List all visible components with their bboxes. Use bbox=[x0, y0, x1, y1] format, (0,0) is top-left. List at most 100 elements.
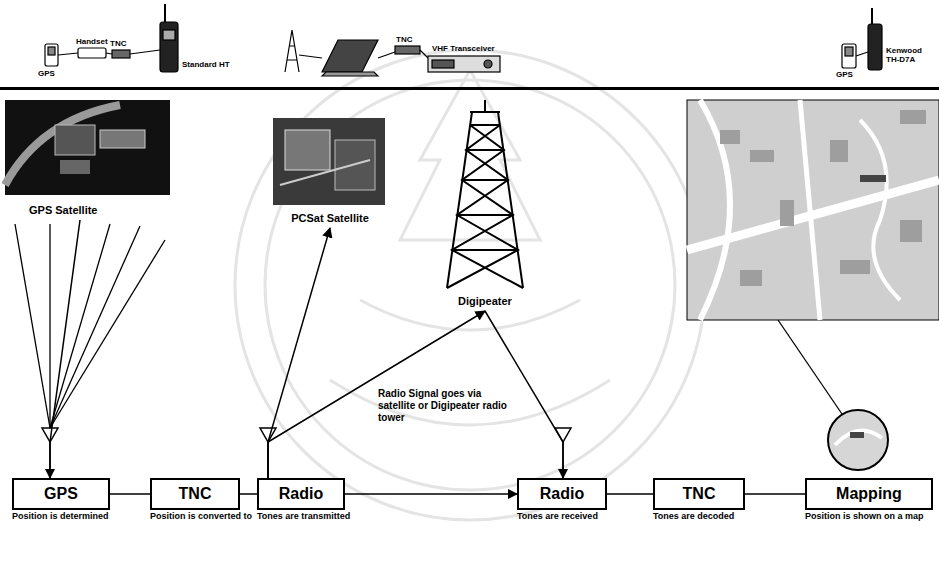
pcsat-photo bbox=[280, 160, 370, 185]
process-box: RadioTones are received bbox=[517, 478, 607, 510]
pcsat-photo bbox=[273, 118, 385, 205]
map-photo bbox=[830, 140, 848, 162]
equipment-strip bbox=[45, 44, 58, 66]
node-caption: Position is converted to bbox=[150, 511, 252, 521]
process-box: TNCPosition is converted to bbox=[150, 478, 240, 510]
map-photo bbox=[778, 320, 842, 414]
gps-signal-rays bbox=[50, 224, 110, 428]
node-title: Radio bbox=[540, 485, 584, 503]
watermark bbox=[235, 50, 705, 520]
digipeater-tower bbox=[447, 100, 523, 288]
picture-node: PCSat Satellite bbox=[270, 115, 390, 225]
map-photo bbox=[687, 100, 939, 320]
map-photo bbox=[740, 270, 762, 286]
signal-note: Radio Signal goes via satellite or Digip… bbox=[378, 388, 514, 424]
equipment-strip bbox=[130, 50, 160, 54]
equipment-strip bbox=[106, 53, 112, 54]
gps-signal-rays bbox=[49, 224, 50, 428]
connector bbox=[345, 493, 517, 495]
map-photo bbox=[828, 410, 888, 470]
device-label: GPS bbox=[38, 69, 68, 78]
device-label: TNC bbox=[396, 35, 421, 44]
map-photo bbox=[780, 200, 794, 226]
equipment-strip bbox=[48, 47, 55, 55]
map-photo bbox=[750, 150, 774, 162]
map-photo bbox=[840, 260, 870, 274]
device-label: Standard HT bbox=[182, 60, 242, 69]
gps-satellite-photo bbox=[5, 100, 170, 195]
mini-tower bbox=[285, 30, 299, 72]
map-photo bbox=[850, 432, 864, 438]
equipment-strip bbox=[299, 55, 322, 58]
mini-tower bbox=[285, 30, 299, 72]
equipment-strip bbox=[868, 24, 882, 70]
node-caption: Tones are decoded bbox=[653, 511, 773, 521]
node-caption: Tones are received bbox=[517, 511, 637, 521]
node-title: PCSat Satellite bbox=[289, 212, 371, 225]
equipment-strip bbox=[58, 53, 78, 55]
digipeater-tower bbox=[447, 125, 523, 288]
connector bbox=[240, 493, 257, 495]
connector bbox=[268, 228, 330, 478]
divider-line bbox=[0, 87, 939, 90]
pcsat-photo bbox=[285, 130, 330, 170]
equipment-strip bbox=[164, 4, 166, 22]
process-box: RadioTones are transmitted bbox=[257, 478, 345, 510]
map-photo bbox=[720, 110, 926, 286]
gps-satellite-photo bbox=[55, 125, 95, 155]
equipment-strip bbox=[322, 72, 378, 76]
node-title: Mapping bbox=[836, 485, 902, 503]
equipment-strip bbox=[432, 60, 454, 68]
digipeater-tower bbox=[447, 100, 523, 288]
gps-signal-rays bbox=[50, 240, 165, 428]
equipment-strip bbox=[163, 30, 175, 40]
equipment-strip bbox=[484, 60, 492, 68]
equipment-strip bbox=[845, 47, 853, 56]
equipment-strip bbox=[428, 56, 500, 72]
map-photo bbox=[835, 430, 882, 445]
equipment-strip bbox=[856, 52, 868, 56]
gps-signal-rays bbox=[15, 224, 165, 428]
equipment-strip bbox=[395, 46, 420, 54]
node-title: GPS bbox=[44, 485, 78, 503]
connector bbox=[607, 493, 653, 495]
pcsat-photo bbox=[273, 118, 385, 205]
process-box: MappingPosition is shown on a map bbox=[805, 478, 933, 510]
equipment-strip bbox=[160, 22, 178, 72]
connector bbox=[485, 311, 563, 478]
equipment-strip bbox=[45, 4, 882, 76]
gps-satellite-photo bbox=[100, 130, 145, 148]
connector bbox=[50, 220, 80, 478]
node-caption: Position is shown on a map bbox=[805, 511, 933, 521]
process-box: GPSPosition is determined bbox=[12, 478, 110, 510]
watermark bbox=[330, 380, 610, 425]
watermark bbox=[265, 80, 675, 490]
equipment-strip bbox=[322, 40, 378, 72]
equipment-strip bbox=[78, 48, 106, 58]
device-label: Kenwood TH-D7A bbox=[886, 46, 934, 64]
node-caption: Tones are transmitted bbox=[257, 511, 357, 521]
map-photo bbox=[900, 110, 926, 124]
map-photo bbox=[720, 130, 740, 144]
map-photo bbox=[687, 100, 939, 470]
node-title: TNC bbox=[179, 485, 212, 503]
equipment-strip bbox=[112, 50, 130, 58]
map-photo bbox=[860, 175, 886, 182]
gps-satellite-photo bbox=[5, 100, 170, 195]
watermark bbox=[235, 50, 705, 520]
picture-node: GPS Satellite bbox=[5, 100, 175, 217]
map-photo bbox=[800, 100, 820, 320]
node-caption: Position is determined bbox=[12, 511, 142, 521]
gps-satellite-photo bbox=[60, 160, 90, 174]
antenna-symbols bbox=[42, 428, 571, 478]
equipment-strip bbox=[842, 44, 856, 68]
map-photo bbox=[900, 220, 922, 242]
connector bbox=[110, 493, 150, 495]
gps-signal-rays bbox=[15, 224, 50, 428]
equipment-strip bbox=[378, 52, 395, 58]
node-title: Digipeater bbox=[456, 295, 514, 308]
connector bbox=[745, 493, 805, 495]
equipment-strip bbox=[871, 8, 873, 24]
device-label: TNC bbox=[110, 39, 135, 48]
